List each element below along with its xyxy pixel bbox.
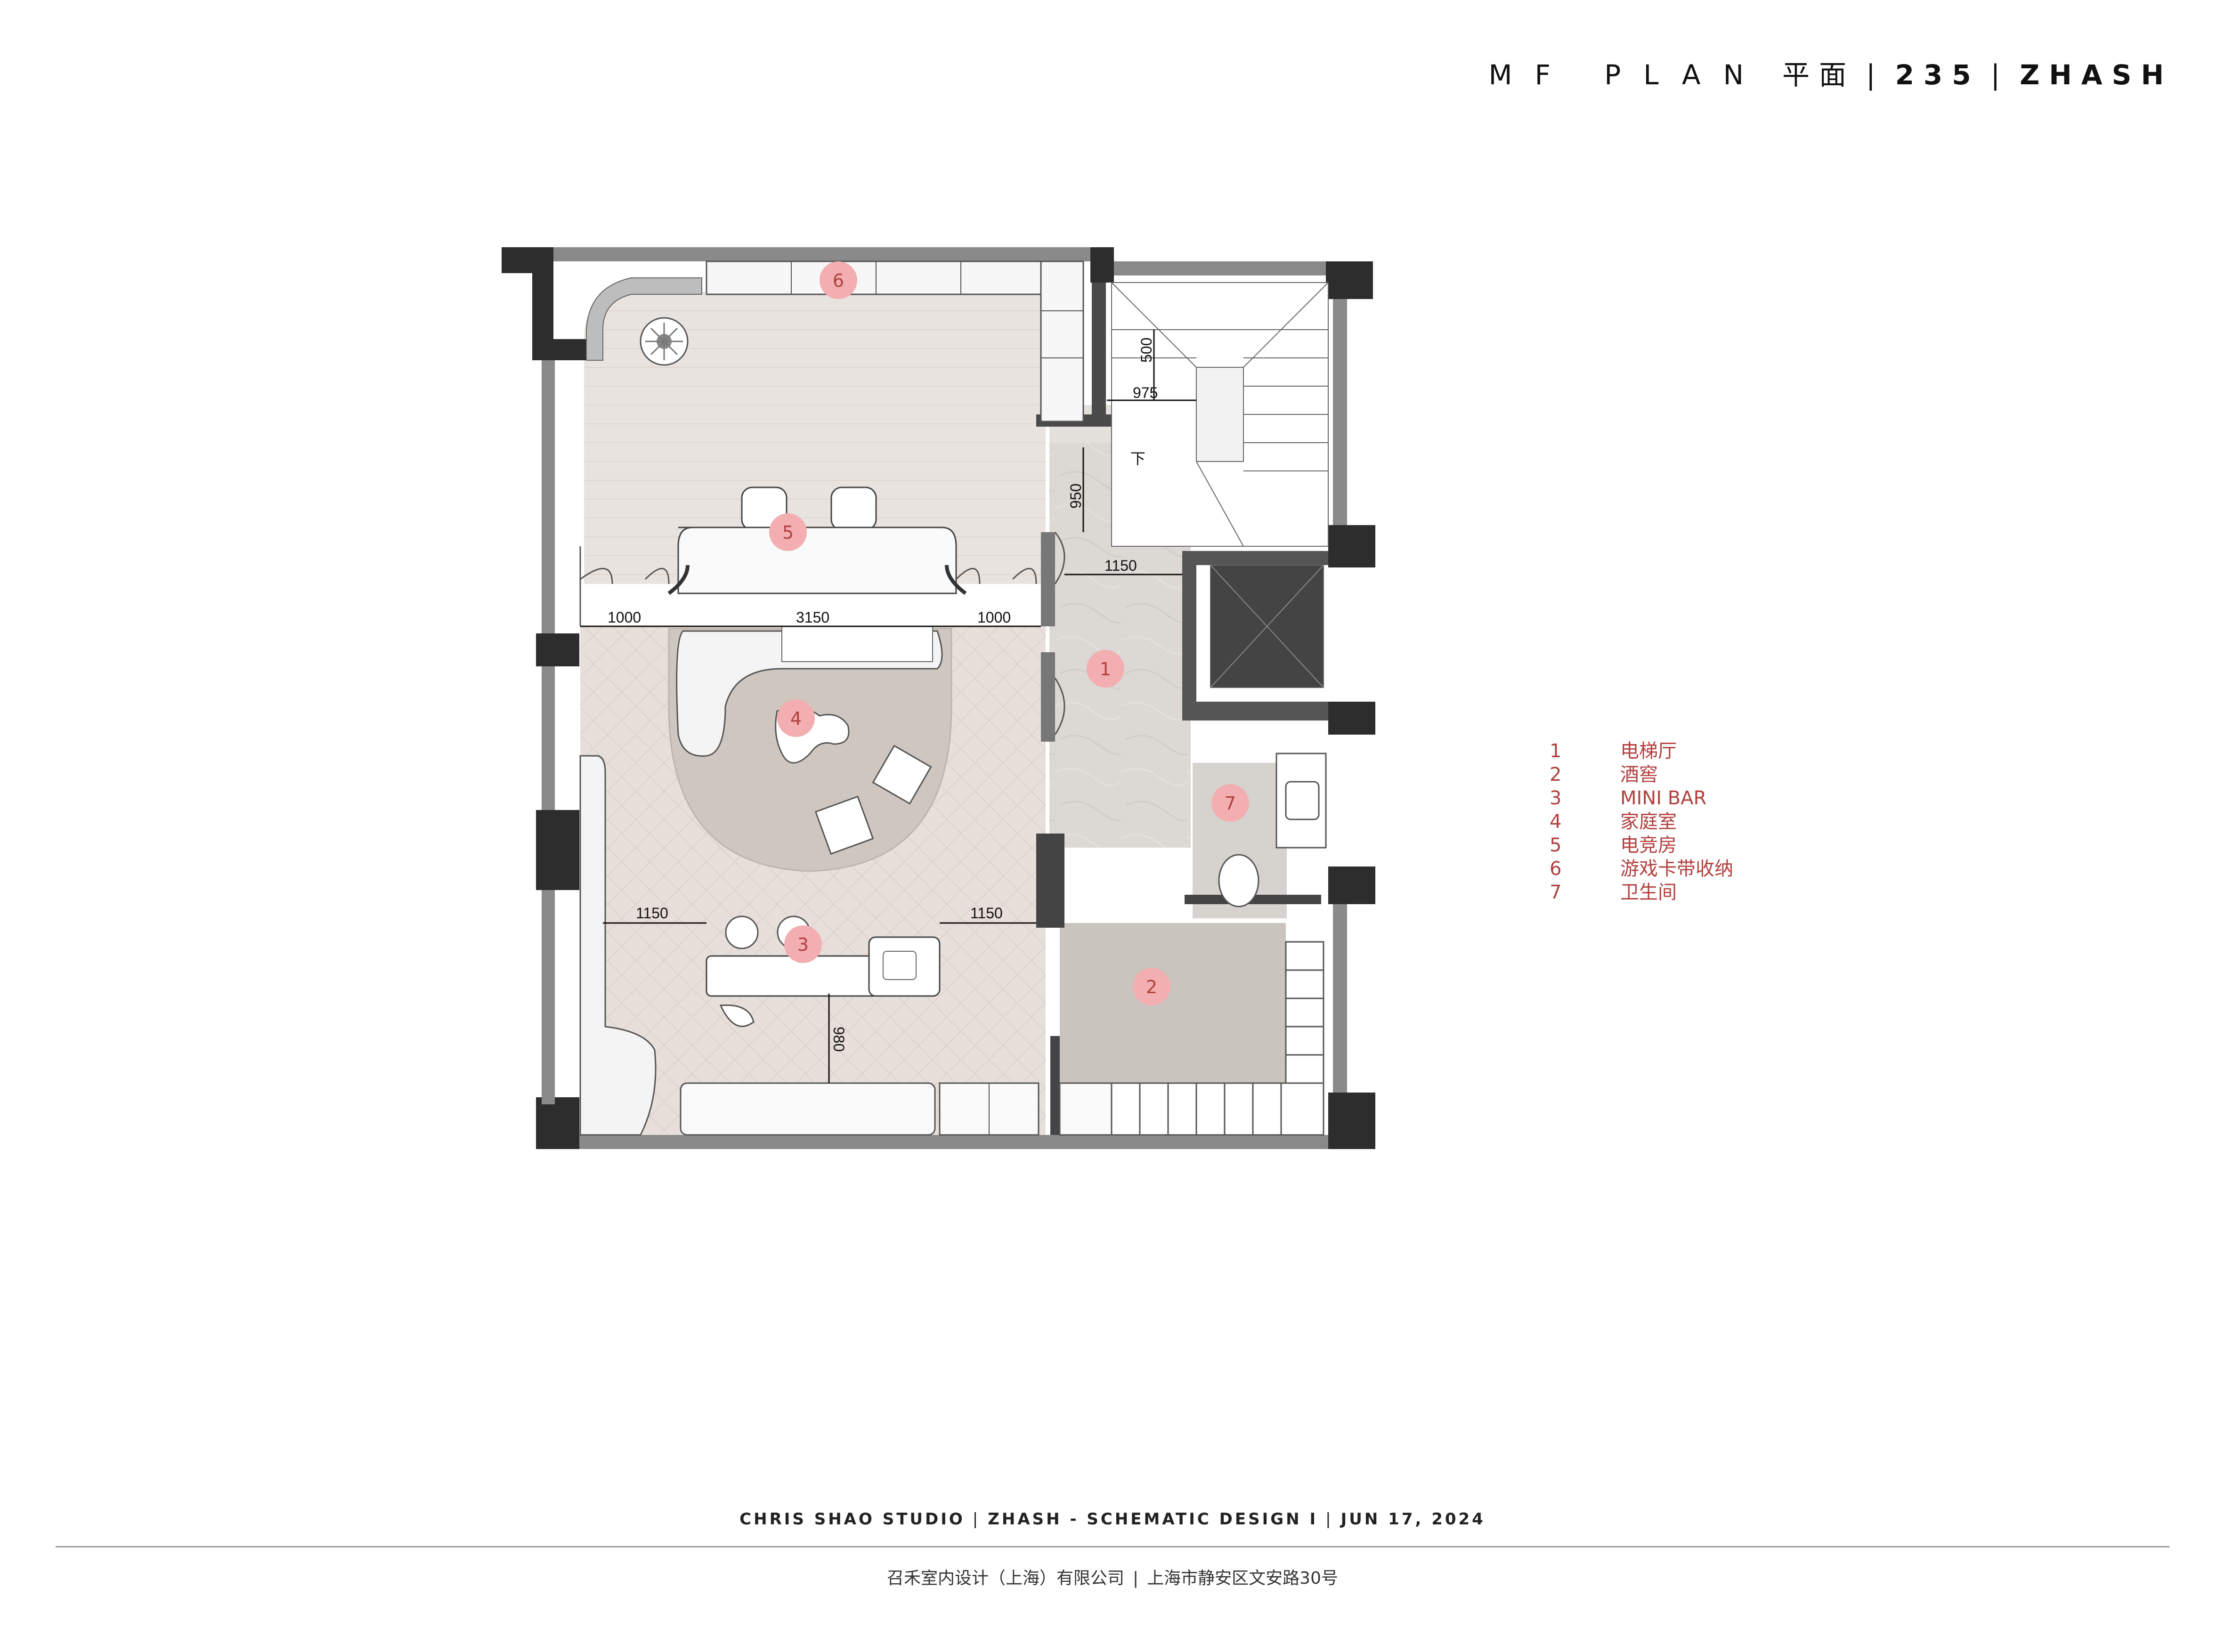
room-marker-3: 3 [784, 925, 822, 963]
footer-separator: | [972, 1510, 981, 1529]
svg-text:5: 5 [782, 522, 794, 543]
room-marker-4: 4 [777, 699, 815, 737]
room-marker-2: 2 [1133, 968, 1170, 1005]
footer-separator: | [1133, 1569, 1139, 1588]
dim-1000-right: 1000 [977, 609, 1011, 626]
game-cartridge-storage [706, 260, 1084, 422]
footer-company: 召禾室内设计（上海）有限公司 | 上海市静安区文安路30号 [0, 1564, 2225, 1589]
banquette [579, 755, 657, 1136]
footer-separator: | [1325, 1510, 1333, 1529]
room-marker-6: 6 [820, 261, 857, 299]
dim-950: 950 [1067, 484, 1084, 509]
title-latin: MF PLAN [1488, 59, 1766, 91]
title-project: ZHASH [2020, 59, 2173, 91]
staircase [1111, 282, 1329, 688]
footer-company-name: 召禾室内设计（上海）有限公司 [887, 1569, 1125, 1588]
dim-1150-bar-left: 1150 [636, 905, 668, 922]
room-marker-5: 5 [769, 513, 807, 551]
footer-address: 上海市静安区文安路30号 [1147, 1569, 1338, 1588]
page-title: MF PLAN 平面 | 235 | ZHASH [1488, 53, 2173, 92]
dim-500: 500 [1138, 338, 1155, 363]
footer-divider [56, 1546, 2169, 1547]
dimension-lines [580, 330, 1196, 1083]
svg-text:2: 2 [1146, 977, 1157, 997]
title-number: 235 [1895, 59, 1981, 91]
svg-text:7: 7 [1225, 793, 1236, 814]
bottom-cabinets [680, 1082, 1112, 1136]
svg-text:1: 1 [1100, 659, 1111, 680]
stair-down-label: 下 [1130, 450, 1145, 467]
svg-text:3: 3 [797, 934, 809, 955]
curved-wall-corner [586, 277, 702, 361]
partition-doors [579, 532, 1065, 742]
bathroom-fixtures [1218, 753, 1327, 907]
title-cn: 平面 [1782, 59, 1856, 91]
footer-project: ZHASH - SCHEMATIC DESIGN I [988, 1510, 1318, 1529]
dim-1000-left: 1000 [608, 609, 641, 626]
title-separator: | [1866, 59, 1885, 91]
footer-date: JUN 17, 2024 [1340, 1510, 1486, 1529]
wine-racks [1111, 941, 1324, 1136]
svg-text:6: 6 [833, 270, 844, 291]
footer-studio: CHRIS SHAO STUDIO [739, 1510, 965, 1529]
svg-text:4: 4 [790, 708, 802, 729]
pendant-lamp-icon [640, 317, 689, 366]
gaming-desk [667, 486, 967, 595]
title-separator: | [1990, 59, 2010, 91]
mini-bar [706, 915, 941, 1027]
room-markers: 6 5 1 4 7 3 2 [769, 261, 1249, 1005]
dim-975: 975 [1133, 384, 1158, 401]
floor-plan: 500 975 950 1150 1000 3150 1000 1150 115… [502, 247, 1375, 1149]
dim-1150-lobby: 1150 [1104, 557, 1137, 574]
dimension-labels: 500 975 950 1150 1000 3150 1000 1150 115… [608, 338, 1158, 1052]
dim-980: 980 [830, 1027, 847, 1052]
room-marker-1: 1 [1087, 650, 1124, 688]
dim-3150: 3150 [796, 609, 829, 626]
walls [502, 247, 1375, 1149]
dim-1150-bar-right: 1150 [970, 905, 1003, 922]
footer-credits: CHRIS SHAO STUDIO | ZHASH - SCHEMATIC DESI… [0, 1510, 2225, 1529]
room-marker-7: 7 [1211, 784, 1249, 822]
floor-plan-drawing: 500 975 950 1150 1000 3150 1000 1150 115… [502, 247, 1375, 1149]
